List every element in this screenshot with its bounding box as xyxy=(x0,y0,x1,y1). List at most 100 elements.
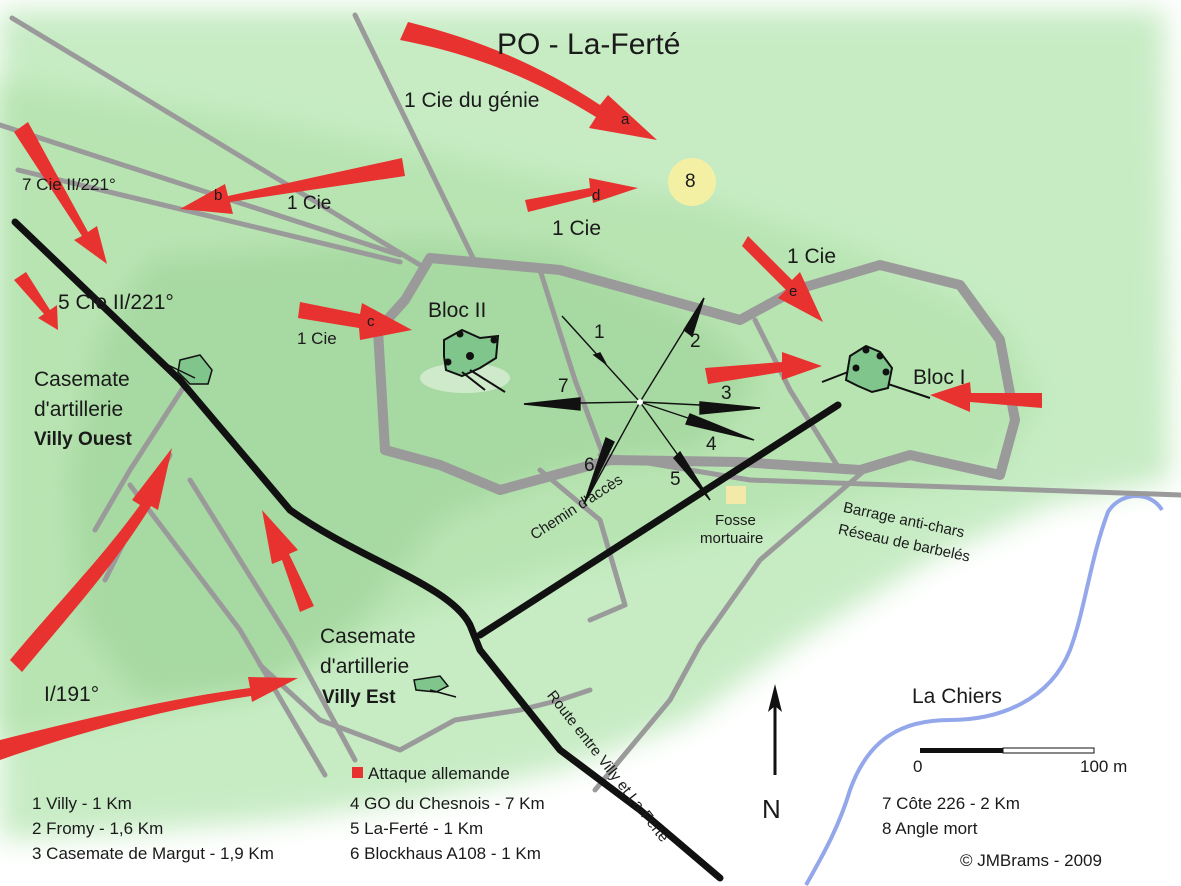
legend-item-8: 8 Angle mort xyxy=(882,819,978,838)
label-bloc2: Bloc II xyxy=(428,299,487,322)
legend-item-6: 6 Blockhaus A108 - 1 Km xyxy=(350,844,541,863)
copyright: © JMBrams - 2009 xyxy=(960,851,1102,870)
arrow-villy-est xyxy=(262,510,314,612)
path-villy-est xyxy=(127,482,328,778)
casemate-est-line1: Casemate xyxy=(320,625,416,648)
bloc2-icon xyxy=(443,328,506,393)
path-casemate-ouest xyxy=(92,382,188,533)
arrow-b xyxy=(180,158,405,214)
bloc1-dot-3 xyxy=(882,368,890,376)
casemate-ouest-line3: Villy Ouest xyxy=(34,429,132,450)
arrow-west-long xyxy=(10,448,172,672)
compass-head-2 xyxy=(683,297,705,338)
attack-arrows xyxy=(0,22,1042,760)
chemin-d-acces xyxy=(476,401,842,639)
path-inner-1 xyxy=(537,267,608,463)
bloc2-dot-4 xyxy=(444,358,452,366)
compass-head-7 xyxy=(523,397,581,411)
bloc1-dot-2 xyxy=(876,352,884,360)
marker-8-circle xyxy=(668,158,716,206)
path-villy-est-2 xyxy=(187,477,358,763)
scale-start-label: 0 xyxy=(913,757,923,776)
road-west-2 xyxy=(15,167,403,265)
river-la-chiers xyxy=(804,494,1164,886)
legend-attack-label: Attaque allemande xyxy=(368,764,510,783)
gray-roads xyxy=(0,12,1181,793)
compass-number-5: 5 xyxy=(670,469,681,490)
label-7cie: 7 Cie II/221° xyxy=(22,175,116,194)
road-west-1 xyxy=(0,122,403,258)
label-cie-genie: 1 Cie du génie xyxy=(404,89,540,112)
bloc1-dot-1 xyxy=(862,346,870,354)
road-north xyxy=(352,12,478,265)
compass-head-3 xyxy=(699,401,761,415)
path-inner-3 xyxy=(752,317,843,473)
arrow-d xyxy=(525,178,638,212)
north-arrow xyxy=(768,684,782,775)
casemate-est-shape xyxy=(413,675,450,693)
compass-ray-6 xyxy=(583,401,641,505)
black-roads xyxy=(11,218,842,882)
scale-end-label: 100 m xyxy=(1080,757,1128,776)
road-north-west xyxy=(9,15,423,268)
legend-item-4: 4 GO du Chesnois - 7 Km xyxy=(350,794,545,813)
scale-bar xyxy=(920,747,1095,754)
path-south xyxy=(257,662,593,753)
label-cie-b: 1 Cie xyxy=(287,193,332,214)
compass-head-4 xyxy=(685,413,755,441)
arrow-a xyxy=(400,22,657,140)
bloc2-terrain xyxy=(420,363,510,393)
north-arrow-head xyxy=(768,684,782,712)
bloc2-line-1 xyxy=(469,369,506,393)
compass-rays xyxy=(523,297,761,505)
legend-item-2: 2 Fromy - 1,6 Km xyxy=(32,819,164,838)
arrow-bloc1-west xyxy=(705,352,822,384)
arrow-letter-b: b xyxy=(214,187,223,204)
fosse-line2: mortuaire xyxy=(700,530,764,547)
scale-bar-black xyxy=(920,748,1003,753)
scale-bar-white xyxy=(1002,747,1095,754)
path-inner-2 xyxy=(537,467,628,623)
casemate-est-line xyxy=(429,689,457,698)
label-cie-e: 1 Cie xyxy=(787,245,837,268)
label-cie-d: 1 Cie xyxy=(552,217,602,240)
casemate-ouest-line1: Casemate xyxy=(34,368,130,391)
terrain-hill xyxy=(70,240,760,700)
arrow-letter-e: e xyxy=(789,283,798,300)
legend-item-1: 1 Villy - 1 Km xyxy=(32,794,132,813)
arrow-bloc1-east xyxy=(930,382,1042,412)
legend-item-7: 7 Côte 226 - 2 Km xyxy=(882,794,1020,813)
north-label: N xyxy=(762,794,781,824)
compass-number-1: 1 xyxy=(594,322,605,343)
path-south-east xyxy=(592,467,868,793)
fosse-line1: Fosse xyxy=(715,512,756,529)
compass-number-6: 6 xyxy=(584,455,595,476)
compass-number-3: 3 xyxy=(721,383,732,404)
bloc2-dot-2 xyxy=(490,336,498,344)
label-5cie: 5 Cie II/221° xyxy=(58,291,174,314)
legend-attack-swatch xyxy=(352,767,363,778)
fosse-square xyxy=(726,486,746,504)
map-title: PO - La-Ferté xyxy=(497,28,681,61)
legend-item-3: 3 Casemate de Margut - 1,9 Km xyxy=(32,844,274,863)
bloc1-dot-4 xyxy=(852,364,860,372)
compass-head-6 xyxy=(583,437,615,505)
casemate-est-line2: d'artillerie xyxy=(320,655,410,678)
compass-number-4: 4 xyxy=(706,434,717,455)
arrow-letter-c: c xyxy=(367,313,375,330)
arrow-7cie xyxy=(14,122,107,264)
compass-head-1 xyxy=(592,352,607,365)
bloc2-dot-1 xyxy=(456,330,464,338)
label-cie-c: 1 Cie xyxy=(297,329,337,348)
legend-item-5: 5 La-Ferté - 1 Km xyxy=(350,819,484,838)
bloc1-icon xyxy=(821,344,931,399)
casemate-est-line3: Villy Est xyxy=(322,687,396,708)
casemate-ouest-line xyxy=(165,363,196,379)
casemate-ouest-icon xyxy=(165,354,213,385)
arrow-c xyxy=(298,302,412,340)
compass-number-7: 7 xyxy=(558,376,569,397)
arrow-5cie xyxy=(14,272,58,330)
label-la-chiers: La Chiers xyxy=(912,685,1002,708)
